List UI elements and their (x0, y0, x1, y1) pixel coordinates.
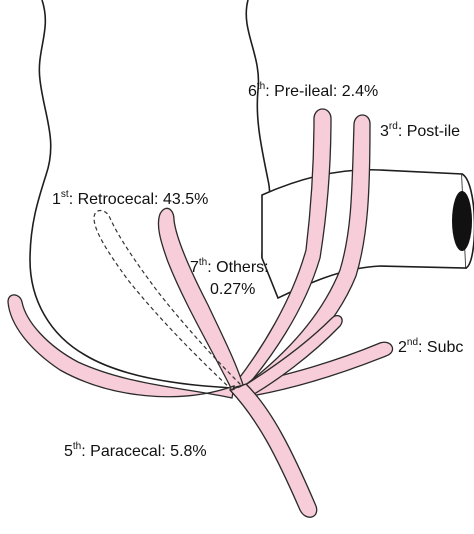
label-retrocecal: 1st: Retrocecal: 43.5% (52, 189, 208, 208)
appendix-descending (228, 383, 318, 518)
label-subcecal: 2nd: Subc (398, 337, 463, 356)
label-pre-ileal: 6th: Pre-ileal: 2.4% (248, 81, 378, 100)
appendix-paracecal (7, 294, 235, 399)
label-others: 7th: Others: (190, 257, 269, 276)
appendix-lower-right (232, 314, 343, 401)
appendix-pre-ileal (228, 108, 332, 393)
ileum-lumen (452, 191, 472, 251)
label-post-ileal: 3rd: Post-ile (380, 121, 460, 140)
appendix-post-ileal (234, 114, 371, 397)
cecum-outline (29, 0, 233, 389)
appendix-others (157, 207, 245, 391)
appendix-tubes (7, 108, 394, 518)
appendix-subcecal (230, 341, 394, 399)
label-paracecal: 5th: Paracecal: 5.8% (64, 441, 207, 460)
label-others-value: 0.27% (210, 281, 255, 298)
